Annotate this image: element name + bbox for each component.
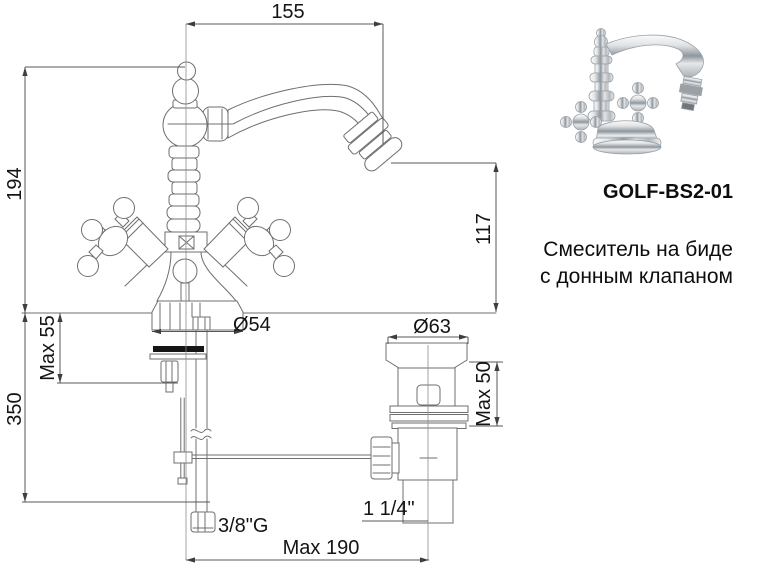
- washer: [149, 353, 207, 360]
- dimension-155: 155: [186, 1, 384, 144]
- dimension-350: 350: [4, 313, 210, 503]
- popup-rod: [173, 397, 373, 485]
- label-waste-thread: 1 1/4": [362, 498, 428, 522]
- base-flange: [151, 300, 244, 331]
- dim-155-label: 155: [271, 1, 304, 23]
- dim-350-label: 350: [4, 392, 26, 425]
- faucet-front-view: [21, 61, 497, 533]
- dim-max190-label: Max 190: [283, 537, 360, 559]
- supply-pipe: [190, 329, 212, 513]
- product-photo: [560, 28, 704, 155]
- dimension-max50: Max 50: [469, 361, 503, 427]
- finial-ball: [172, 77, 199, 105]
- label-supply-thread: 3/8"G: [218, 515, 268, 537]
- product-description-line-1: Смеситель на биде: [543, 238, 733, 261]
- dimension-max55: Max 55: [37, 313, 178, 384]
- supply-thread-label: 3/8"G: [218, 515, 268, 537]
- dim-max55-label: Max 55: [37, 315, 59, 381]
- drain-flange: [385, 342, 468, 369]
- spout-mid-line: [232, 95, 376, 125]
- dimension-max190: Max 190: [186, 537, 429, 563]
- supply-nut: [190, 511, 216, 533]
- popup-knob: [172, 258, 198, 284]
- dimension-d63: Ø63: [387, 316, 469, 344]
- dim-d63-label: Ø63: [413, 316, 451, 338]
- dim-d54-label: Ø54: [233, 314, 271, 336]
- product-code: GOLF-BS2-01: [602, 181, 733, 203]
- dimension-194: 194: [4, 66, 185, 313]
- photo-left-handle: [560, 101, 602, 143]
- dim-max50-label: Max 50: [473, 361, 495, 427]
- right-handle: [203, 197, 295, 287]
- photo-right-handle: [617, 82, 659, 124]
- dim-117-label: 117: [473, 213, 495, 245]
- rod-nut: [370, 436, 400, 480]
- dimension-d54: Ø54: [152, 314, 271, 336]
- waste-thread-label: 1 1/4": [363, 498, 415, 520]
- column-rings: [166, 145, 201, 233]
- drain-lower-body: [397, 427, 458, 481]
- gasket: [153, 346, 204, 352]
- aerator: [343, 111, 403, 172]
- drain-valve-view: [370, 342, 469, 524]
- body-sphere: [162, 102, 208, 148]
- dim-194-label: 194: [4, 167, 26, 200]
- product-description-line-2: с донным клапаном: [540, 265, 733, 288]
- photo-aerator: [678, 75, 703, 112]
- dimension-117: 117: [391, 162, 499, 312]
- overflow-hole: [416, 384, 441, 406]
- product-description: Смеситель на биде с донным клапаном: [540, 236, 733, 290]
- lock-nut: [160, 360, 179, 383]
- left-handle: [77, 197, 169, 287]
